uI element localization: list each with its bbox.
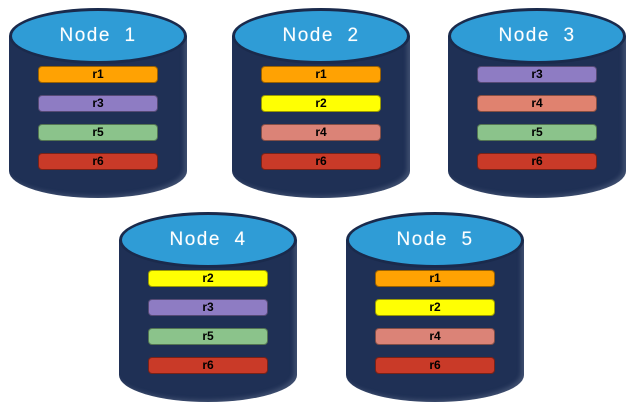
node-2-replica-list: r1 r2 r4 r6: [261, 66, 381, 170]
node-5-title: Node 5: [396, 229, 474, 250]
node-1: Node 1 r1 r3 r5 r6: [9, 8, 187, 198]
node-4: Node 4 r2 r3 r5 r6: [119, 212, 297, 402]
node-1-replica-list: r1 r3 r5 r6: [38, 66, 158, 170]
replica-bar-r6: r6: [375, 357, 495, 374]
replica-bar-r6: r6: [477, 153, 597, 170]
replica-bar-r3: r3: [38, 95, 158, 112]
node-1-title: Node 1: [59, 25, 137, 46]
replica-bar-r1: r1: [375, 270, 495, 287]
node-5: Node 5 r1 r2 r4 r6: [346, 212, 524, 402]
replica-bar-r2: r2: [148, 270, 268, 287]
node-3-replica-list: r3 r4 r5 r6: [477, 66, 597, 170]
node-3-title: Node 3: [498, 25, 576, 46]
replica-bar-r2: r2: [261, 95, 381, 112]
node-5-cylinder-top: Node 5: [346, 212, 524, 268]
replica-bar-r4: r4: [477, 95, 597, 112]
node-2-title: Node 2: [282, 25, 360, 46]
node-2: Node 2 r1 r2 r4 r6: [232, 8, 410, 198]
replica-bar-r2: r2: [375, 299, 495, 316]
replica-bar-r6: r6: [148, 357, 268, 374]
node-2-cylinder-top: Node 2: [232, 8, 410, 64]
node-4-title: Node 4: [169, 229, 247, 250]
replica-bar-r6: r6: [261, 153, 381, 170]
replica-bar-r6: r6: [38, 153, 158, 170]
node-4-cylinder-top: Node 4: [119, 212, 297, 268]
replica-bar-r3: r3: [148, 299, 268, 316]
replica-bar-r5: r5: [38, 124, 158, 141]
replica-bar-r4: r4: [261, 124, 381, 141]
node-4-replica-list: r2 r3 r5 r6: [148, 270, 268, 374]
node-3-cylinder-top: Node 3: [448, 8, 626, 64]
node-5-replica-list: r1 r2 r4 r6: [375, 270, 495, 374]
node-1-cylinder-top: Node 1: [9, 8, 187, 64]
replica-bar-r1: r1: [261, 66, 381, 83]
node-3: Node 3 r3 r4 r5 r6: [448, 8, 626, 198]
replica-bar-r1: r1: [38, 66, 158, 83]
replica-bar-r5: r5: [148, 328, 268, 345]
replica-bar-r5: r5: [477, 124, 597, 141]
replica-bar-r3: r3: [477, 66, 597, 83]
replica-bar-r4: r4: [375, 328, 495, 345]
